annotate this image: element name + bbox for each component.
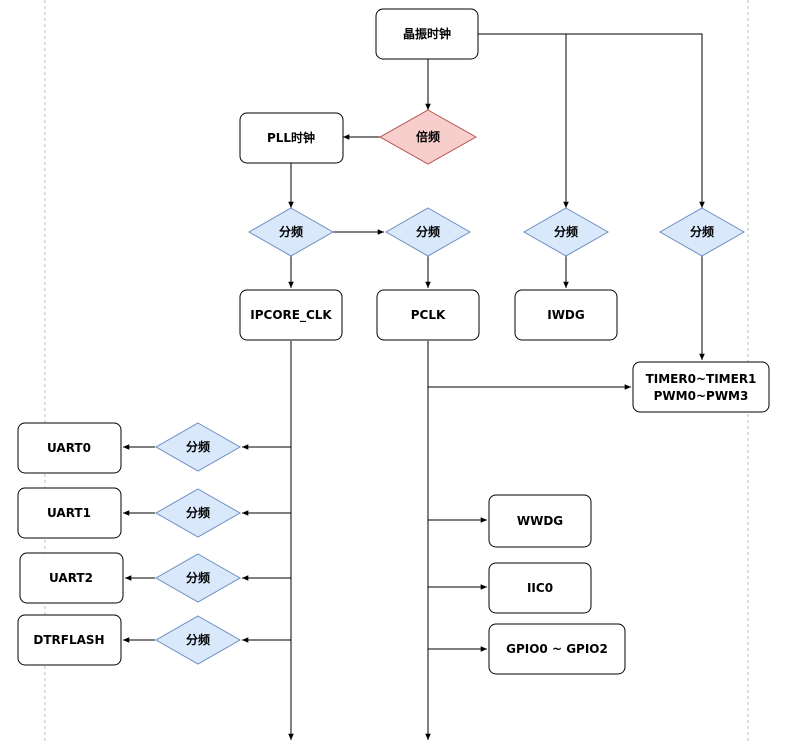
pll-clock-label: PLL时钟 [267,130,315,145]
divider-node-ipcore: 分频 [247,207,335,257]
dtrflash-node: DTRFLASH [17,614,122,666]
uart0-node: UART0 [17,422,122,474]
divider-node-pclk: 分频 [384,207,472,257]
divider-node-uart0: 分频 [154,422,242,472]
divider-label: 分频 [186,570,210,585]
divider-label: 分频 [279,224,303,239]
uart2-node: UART2 [19,552,124,604]
crystal-clock-node: 晶振时钟 [375,8,479,60]
wwdg-node: WWDG [488,494,592,548]
ipcore-clk-node: IPCORE_CLK [239,289,343,341]
iic0-label: IIC0 [527,581,553,595]
edge-crystal-to-divider-iwdg [478,33,569,208]
multiplier-node: 倍频 [378,109,478,165]
uart1-label: UART1 [47,506,91,520]
divider-label: 分频 [554,224,578,239]
timer-label: TIMER0~TIMER1 [646,372,757,386]
ipcore-clk-label: IPCORE_CLK [250,308,332,323]
gpio-label: GPIO0 ~ GPIO2 [506,642,608,656]
multiplier-label: 倍频 [416,129,440,144]
divider-label: 分频 [416,224,440,239]
divider-node-dtrflash: 分频 [154,615,242,665]
wwdg-label: WWDG [517,514,563,528]
divider-node-uart2: 分频 [154,553,242,603]
pclk-label: PCLK [411,308,446,322]
pwm-label: PWM0~PWM3 [654,389,749,403]
gpio-node: GPIO0 ~ GPIO2 [488,623,626,675]
iic0-node: IIC0 [488,562,592,614]
uart0-label: UART0 [47,441,91,455]
divider-label: 分频 [186,632,210,647]
divider-node-iwdg: 分频 [522,207,610,257]
dtrflash-label: DTRFLASH [33,633,104,647]
divider-node-uart1: 分频 [154,488,242,538]
divider-node-timer: 分频 [658,207,746,257]
edge-crystal-to-divider-timer [566,33,705,208]
divider-label: 分频 [186,505,210,520]
uart2-label: UART2 [49,571,93,585]
timer-pwm-node: TIMER0~TIMER1 PWM0~PWM3 [632,361,770,413]
iwdg-label: IWDG [547,308,585,322]
crystal-clock-label: 晶振时钟 [403,26,451,41]
pll-clock-node: PLL时钟 [239,112,344,164]
divider-label: 分频 [186,439,210,454]
divider-label: 分频 [690,224,714,239]
iwdg-node: IWDG [514,289,618,341]
pclk-node: PCLK [376,289,480,341]
uart1-node: UART1 [17,487,122,539]
